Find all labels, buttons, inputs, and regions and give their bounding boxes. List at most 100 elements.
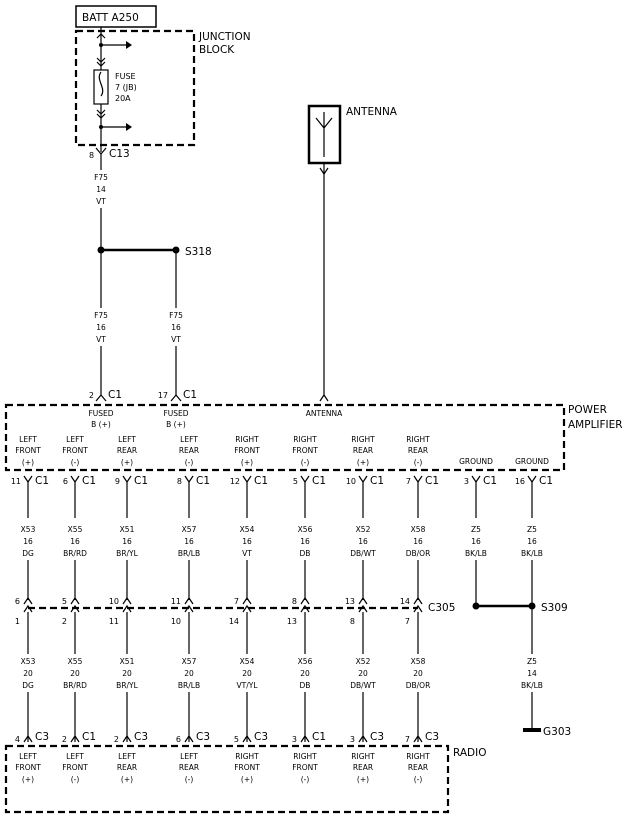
connector-chevron [122,734,132,743]
amp-output-line1: LEFT [118,435,136,444]
c305-pin-4: 714 [229,596,252,654]
svg-text:FUSED: FUSED [88,409,113,418]
wire-color: BR/LB [178,681,200,690]
radio-input-line1: LEFT [19,752,37,761]
radio-input-conn: C3 [134,731,148,743]
amp-output-line1: LEFT [66,435,84,444]
radio-input-pin: 2 [62,735,67,744]
svg-text:16: 16 [171,323,181,332]
amp-output-conn: C1 [425,475,439,487]
svg-text:F75: F75 [94,311,108,320]
connector-chevron [184,734,194,743]
connector-chevron [242,596,252,613]
radio: RADIO [4,744,487,814]
amp-output-pin: 11 [11,477,21,486]
amp-output-conn: C1 [483,475,497,487]
svg-text:BK/LB: BK/LB [521,681,543,690]
c305-top-pin: 5 [62,597,67,606]
amp-output-pin: 10 [346,477,356,486]
amp-output-line1: RIGHT [235,435,259,444]
amp-output-line3: (+) [241,458,253,467]
connector-chevron [471,475,481,484]
connector-chevron [70,475,80,484]
junction-block-title-1: JUNCTION [198,31,251,43]
connector-c13: 8 C13 [89,147,130,160]
connector-chevron [300,596,310,613]
wire-color: DB/OR [406,681,431,690]
fuse-label-2: 7 (JB) [115,83,137,92]
svg-text:FUSED: FUSED [163,409,188,418]
svg-text:C1: C1 [183,389,197,401]
radio-input-pin: 2 [114,735,119,744]
svg-text:F75: F75 [169,311,183,320]
junction-block-title-2: BLOCK [199,44,235,56]
svg-text:VT: VT [171,335,181,344]
wire-color: DB/WT [350,549,376,558]
amp-output-conn: C1 [254,475,268,487]
power-amplifier: POWER AMPLIFIER [4,403,623,472]
wire-gauge: 16 [70,537,80,546]
radio-input-line1: RIGHT [351,752,375,761]
c305-top-pin: 11 [171,597,181,606]
wire-circuit: X53 [21,657,36,666]
c305-pin-6: 138 [345,596,368,654]
amp-input-1: 2 C1 FUSED B (+) [88,389,122,429]
battery-feed: BATT A250 [75,5,157,28]
upper-wire-labels: X5316DGX5516BR/RDX5116BR/YLX5716BR/LBX54… [21,525,543,606]
radio-input-line2: REAR [117,763,137,772]
svg-text:14: 14 [96,185,106,194]
svg-text:F75: F75 [94,173,108,182]
wire-circuit: Z5 [527,525,537,534]
c305-pin-7: 147 [400,596,423,654]
wire-gauge: 16 [242,537,252,546]
wire-circuit: X52 [356,657,371,666]
wire-gauge: 16 [471,537,481,546]
radio-input-line1: LEFT [118,752,136,761]
amp-output-line1: RIGHT [406,435,430,444]
lower-wire-labels: X5320DGX5520BR/RDX5120BR/YLX5720BR/LBX54… [21,657,431,742]
wire-circuit: X53 [21,525,36,534]
wire-gauge: 20 [358,669,368,678]
radio-input-line3: (+) [121,775,133,784]
amp-output-pin: 8 [177,477,182,486]
c305-top-pin: 8 [292,597,297,606]
junction-block-outline [74,29,196,147]
amp-output-pin: 5 [293,477,298,486]
wire-circuit: X51 [120,657,135,666]
radio-input-pin: 3 [350,735,355,744]
wire-color: BR/LB [178,549,200,558]
c305-top-pin: 6 [15,597,20,606]
radio-input-line3: (-) [301,775,310,784]
c305-top-pin: 13 [345,597,355,606]
amp-output-line2: REAR [408,446,428,455]
radio-input-pin: 4 [15,735,20,744]
amp-output-line2: FRONT [15,446,41,455]
amp-output-line1: GROUND [515,457,549,466]
fuse-label-3: 20A [115,94,131,103]
wire-color: BR/RD [63,681,87,690]
radio-input-conn: C3 [35,731,49,743]
c305-bottom-pin: 10 [171,617,181,626]
connector-chevron [23,475,33,484]
amp-output-line1: RIGHT [351,435,375,444]
splice-s318: S318 [97,246,212,258]
c305-top-pin: 14 [400,597,410,606]
radio-input-line3: (-) [185,775,194,784]
